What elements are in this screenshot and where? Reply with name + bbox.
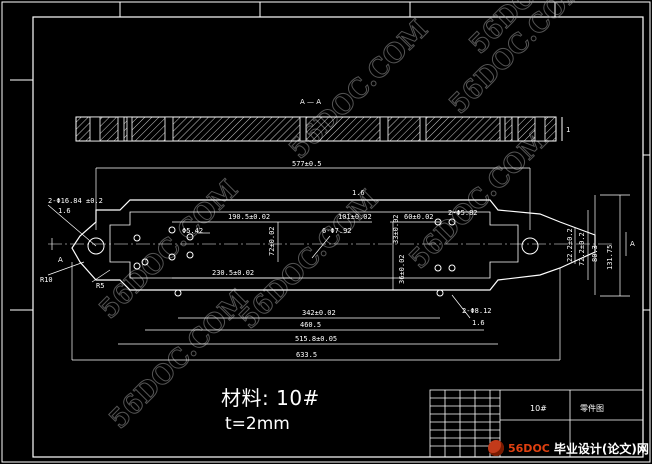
dim-v72b: 72.2±0.2 xyxy=(578,232,586,266)
hole-left-tol: ±0.2 xyxy=(86,197,103,205)
thickness-note: t=2mm xyxy=(225,414,290,434)
dim-190: 190.5±0.02 xyxy=(228,213,270,221)
dim-v33: 33±0.02 xyxy=(392,214,400,244)
site-logo: 56DOC 毕业设计(论文)网 xyxy=(488,438,649,458)
hole-left-sub: 1.6 xyxy=(58,207,71,215)
dim-633: 633.5 xyxy=(296,351,317,359)
hole-bottom-label: 2-Φ8.12 xyxy=(462,307,492,315)
hole-large xyxy=(87,237,105,255)
dim-515: 515.8±0.05 xyxy=(295,335,337,343)
hole-mid2-label: 6-Φ7.92 xyxy=(322,227,352,235)
dimension-texts: 577±0.5 190.5±0.02 101±0.02 60±0.02 230.… xyxy=(40,160,635,359)
logo-brand: 56DOC xyxy=(508,441,550,455)
globe-icon xyxy=(488,440,504,456)
title-block-name: 零件图 xyxy=(580,403,604,413)
section-view: 1 xyxy=(75,116,570,142)
dim-101: 101±0.02 xyxy=(338,213,372,221)
hole-right-label: 2-Φ5.82 xyxy=(448,209,478,217)
hole-mid1-label: Φ5.42 xyxy=(182,227,203,235)
hole-bottom-sub: 1.6 xyxy=(472,319,485,327)
title-block-material: 10# xyxy=(530,404,547,413)
border-ticks xyxy=(10,2,650,311)
radius-r5: R5 xyxy=(96,282,104,290)
material-note: 材料: 10# xyxy=(221,386,320,410)
radius-r10: R10 xyxy=(40,276,53,284)
hole-large xyxy=(521,237,539,255)
dim-v22: 22.2±0.2 xyxy=(566,228,574,262)
dim-v131: 131.75 xyxy=(606,245,614,270)
dim-v80: 80.3 xyxy=(591,245,599,262)
dimension-lines xyxy=(47,167,630,361)
hole-left-label: 2-Φ16.84 xyxy=(48,197,82,205)
dim-v36: 36±0.02 xyxy=(398,254,406,284)
dim-overall-top: 577±0.5 xyxy=(292,160,322,168)
view-arrow-right: A xyxy=(630,240,635,248)
section-label: A — A xyxy=(300,98,321,106)
dim-460: 460.5 xyxy=(300,321,321,329)
dim-60: 60±0.02 xyxy=(404,213,434,221)
dim-342: 342±0.02 xyxy=(302,309,336,317)
watermark-text: 56DOC.COM xyxy=(284,14,434,164)
dim-v72: 72±0.02 xyxy=(268,226,276,256)
title-block xyxy=(429,389,644,458)
thickness-dim: 1 xyxy=(566,126,570,134)
view-arrow-left: A xyxy=(58,256,63,264)
holes xyxy=(87,218,539,297)
logo-text: 毕业设计(论文)网 xyxy=(553,441,649,456)
dim-230: 230.5±0.02 xyxy=(212,269,254,277)
roughness-label: 1.6 xyxy=(352,189,365,197)
inner-border xyxy=(32,16,644,458)
